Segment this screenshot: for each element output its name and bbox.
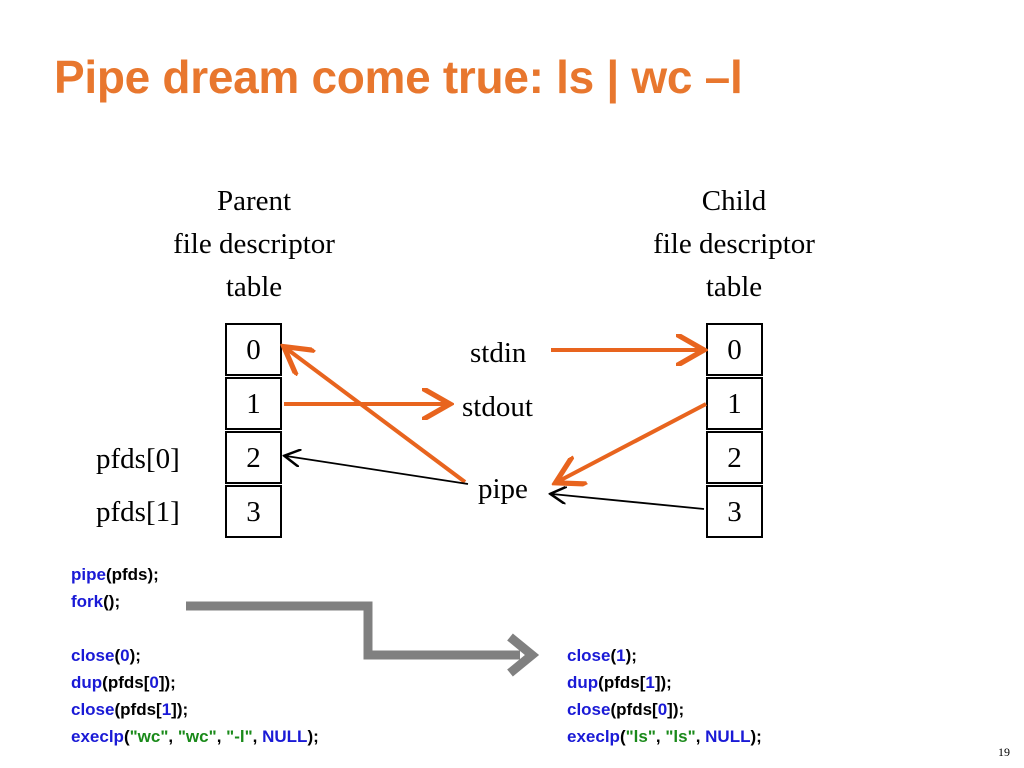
code-token: (); xyxy=(103,592,121,611)
code-token: close xyxy=(567,646,611,665)
code-token: (pfds[ xyxy=(102,673,150,692)
code-token: (pfds[ xyxy=(114,700,162,719)
child-code-block: close(1);dup(pfds[1]);close(pfds[0]);exe… xyxy=(567,642,762,750)
code-token: (pfds); xyxy=(105,565,159,584)
code-token: ( xyxy=(619,727,626,746)
code-token: 1 xyxy=(645,673,655,692)
code-token: ]); xyxy=(667,700,685,719)
code-token: ); xyxy=(750,727,762,746)
code-token: "-l" xyxy=(226,727,253,746)
code-token: NULL xyxy=(262,727,308,746)
page-number: 19 xyxy=(998,745,1010,759)
flow-arrow-head xyxy=(507,633,540,677)
parent-code-line: close(pfds[1]); xyxy=(71,696,319,723)
code-token: close xyxy=(71,646,115,665)
code-token: , xyxy=(216,727,227,746)
arrow-pipe-to-parent-fd2 xyxy=(286,456,469,485)
child-fd-3: 3 xyxy=(706,485,763,538)
parent-fd-1: 1 xyxy=(225,377,282,430)
code-token: pipe xyxy=(71,565,106,584)
pfds0-label: pfds[0] xyxy=(96,443,180,475)
code-token: 0 xyxy=(657,700,668,719)
child-fd-2: 2 xyxy=(706,431,763,484)
code-token: 1 xyxy=(161,700,172,719)
child-header-line-2: file descriptor xyxy=(653,228,815,260)
pfds1-label: pfds[1] xyxy=(96,496,180,528)
parent-code-line: execlp("wc", "wc", "-l", NULL); xyxy=(71,723,319,750)
code-token: execlp xyxy=(71,727,124,746)
parent-header-line-1: Parent xyxy=(216,185,292,217)
parent-header-line-2: file descriptor xyxy=(173,228,335,260)
child-header-line-3: table xyxy=(705,271,763,303)
code-token: NULL xyxy=(705,727,751,746)
child-code-line: close(pfds[0]); xyxy=(567,696,762,723)
code-token: (pfds[ xyxy=(610,700,658,719)
child-fd-0: 0 xyxy=(706,323,763,376)
stdin-label: stdin xyxy=(470,337,527,369)
child-table-header: Child file descriptor table xyxy=(584,180,884,309)
code-token: (pfds[ xyxy=(598,673,646,692)
code-token: 0 xyxy=(149,673,159,692)
code-token: 1 xyxy=(616,646,626,665)
parent-code-line: dup(pfds[0]); xyxy=(71,669,319,696)
code-token: "wc" xyxy=(177,727,217,746)
code-token: , xyxy=(655,727,666,746)
code-token: ( xyxy=(114,646,121,665)
parent-fd-3: 3 xyxy=(225,485,282,538)
code-token: close xyxy=(567,700,611,719)
code-token: ( xyxy=(610,646,617,665)
child-code-line: execlp("ls", "ls", NULL); xyxy=(567,723,762,750)
parent-code-line: pipe(pfds); xyxy=(71,561,319,588)
arrow-child-fd1-to-pipe xyxy=(559,402,707,481)
code-token: ]); xyxy=(158,673,176,692)
code-token: , xyxy=(168,727,178,746)
code-token: , xyxy=(695,727,706,746)
arrow-child-fd3-to-pipe xyxy=(552,494,705,510)
parent-code-block: pipe(pfds);fork();close(0);dup(pfds[0]);… xyxy=(71,561,319,750)
child-header-line-1: Child xyxy=(701,185,767,217)
arrow-pipe-to-parent-fd0 xyxy=(287,349,467,484)
child-code-line: close(1); xyxy=(567,642,762,669)
code-token: "ls" xyxy=(625,727,656,746)
code-token: ]); xyxy=(654,673,672,692)
code-token: "ls" xyxy=(665,727,696,746)
code-token: ( xyxy=(123,727,130,746)
code-token: ]); xyxy=(171,700,189,719)
code-token: fork xyxy=(71,592,104,611)
code-token: dup xyxy=(567,673,599,692)
code-token: execlp xyxy=(567,727,620,746)
parent-code-line xyxy=(71,615,319,642)
parent-header-line-3: table xyxy=(225,271,283,303)
parent-code-line: close(0); xyxy=(71,642,319,669)
code-token: dup xyxy=(71,673,103,692)
code-token: close xyxy=(71,700,115,719)
code-token: ); xyxy=(307,727,319,746)
flow-arrow-fork xyxy=(186,601,520,660)
code-token: ); xyxy=(625,646,637,665)
code-token: 0 xyxy=(120,646,130,665)
pipe-label: pipe xyxy=(478,473,528,505)
child-fd-1: 1 xyxy=(706,377,763,430)
code-token: "wc" xyxy=(129,727,169,746)
parent-table-header: Parent file descriptor table xyxy=(104,180,404,309)
code-token: ); xyxy=(129,646,141,665)
stdout-label: stdout xyxy=(462,391,533,423)
slide-title: Pipe dream come true: ls | wc –l xyxy=(54,51,743,103)
code-token: , xyxy=(252,727,263,746)
child-code-line: dup(pfds[1]); xyxy=(567,669,762,696)
parent-fd-2: 2 xyxy=(225,431,282,484)
parent-code-line: fork(); xyxy=(71,588,319,615)
